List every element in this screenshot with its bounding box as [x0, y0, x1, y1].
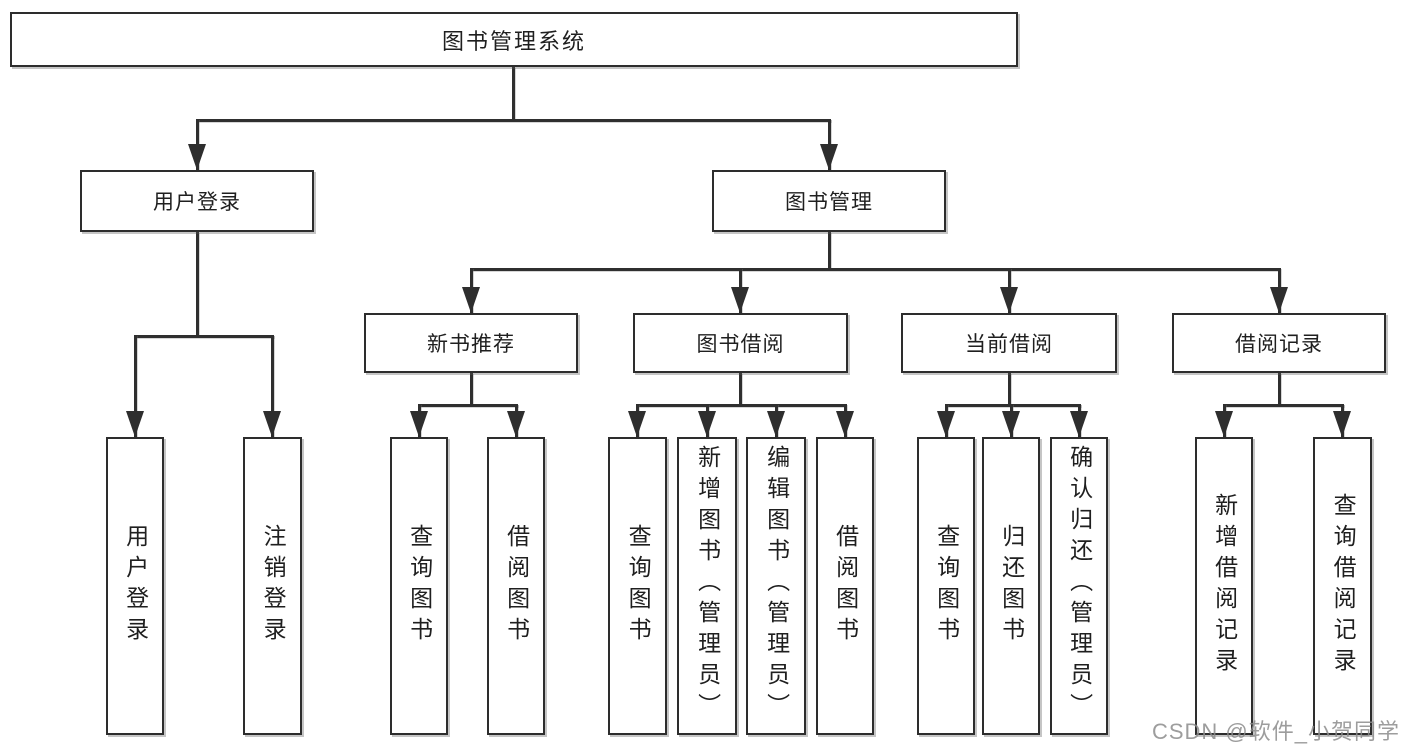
arrow-down-icon — [126, 411, 144, 437]
connector-drop-ul-logout — [271, 335, 274, 437]
leaf-bb-query-books: 查询图书 — [608, 437, 667, 735]
arrow-down-icon — [820, 144, 838, 170]
node-book-borrow-label: 图书借阅 — [696, 333, 785, 356]
arrow-down-icon — [188, 144, 206, 170]
node-root-label: 图书管理系统 — [441, 28, 586, 54]
node-new-books-label: 新书推荐 — [427, 333, 515, 356]
leaf-br-query-record: 查询借阅记录 — [1313, 437, 1372, 735]
connector-current-borrow-hline — [945, 404, 1081, 407]
leaf-bb-add-books-admin: 新增图书（管理员） — [677, 437, 737, 735]
arrow-down-icon — [731, 287, 749, 313]
leaf-bb-borrow-books-label: 借阅图书 — [832, 524, 859, 648]
arrow-down-icon — [1070, 411, 1088, 437]
leaf-bb-edit-books-admin: 编辑图书（管理员） — [746, 437, 806, 735]
arrow-down-icon — [628, 411, 646, 437]
leaf-user-login: 用户登录 — [106, 437, 164, 735]
arrow-down-icon — [1002, 411, 1020, 437]
leaf-nb-query-books-label: 查询图书 — [406, 524, 433, 648]
leaf-nb-query-books: 查询图书 — [390, 437, 448, 735]
connector-root-trunk — [512, 67, 515, 121]
leaf-bb-query-books-label: 查询图书 — [625, 524, 652, 648]
node-new-books: 新书推荐 — [364, 313, 578, 373]
arrow-down-icon — [1215, 411, 1233, 437]
leaf-bb-add-books-admin-label: 新增图书（管理员） — [694, 445, 721, 724]
connector-borrow-records-trunk — [1278, 373, 1281, 406]
leaf-logout-label: 注销登录 — [260, 524, 287, 648]
connector-user-login-hline — [134, 335, 274, 338]
leaf-cb-return-books: 归还图书 — [982, 437, 1040, 735]
node-book-mgmt-label: 图书管理 — [785, 191, 873, 214]
node-borrow-records: 借阅记录 — [1172, 313, 1386, 373]
leaf-bb-edit-books-admin-label: 编辑图书（管理员） — [763, 445, 790, 724]
node-current-borrow: 当前借阅 — [901, 313, 1117, 373]
connector-user-login-trunk — [196, 232, 199, 337]
connector-book-mgmt-trunk — [828, 232, 831, 270]
connector-new-books-hline — [418, 404, 518, 407]
arrow-down-icon — [836, 411, 854, 437]
leaf-logout: 注销登录 — [243, 437, 302, 735]
arrow-down-icon — [462, 287, 480, 313]
connector-drop-ul-login — [134, 335, 137, 437]
leaf-cb-confirm-return-admin: 确认归还（管理员） — [1050, 437, 1108, 735]
leaf-cb-confirm-return-admin-label: 确认归还（管理员） — [1066, 445, 1093, 724]
leaf-br-add-record: 新增借阅记录 — [1195, 437, 1253, 735]
arrow-down-icon — [507, 411, 525, 437]
connector-current-borrow-trunk — [1008, 373, 1011, 406]
csdn-watermark: CSDN @软件_小贺同学 — [1151, 719, 1400, 744]
leaf-nb-borrow-books-label: 借阅图书 — [503, 524, 530, 648]
node-borrow-records-label: 借阅记录 — [1235, 333, 1323, 356]
connector-new-books-trunk — [470, 373, 473, 406]
node-user-login: 用户登录 — [80, 170, 314, 232]
node-root: 图书管理系统 — [10, 12, 1018, 67]
leaf-user-login-label: 用户登录 — [122, 524, 149, 648]
leaf-bb-borrow-books: 借阅图书 — [816, 437, 874, 735]
arrow-down-icon — [698, 411, 716, 437]
arrow-down-icon — [767, 411, 785, 437]
node-user-login-label: 用户登录 — [153, 191, 241, 214]
leaf-cb-query-books-label: 查询图书 — [933, 524, 960, 648]
leaf-br-add-record-label: 新增借阅记录 — [1211, 493, 1238, 679]
arrow-down-icon — [1270, 287, 1288, 313]
leaf-cb-query-books: 查询图书 — [917, 437, 975, 735]
connector-level3-hline — [470, 268, 1280, 271]
arrow-down-icon — [1333, 411, 1351, 437]
connector-level2-hline — [196, 119, 831, 122]
arrow-down-icon — [263, 411, 281, 437]
arrow-down-icon — [410, 411, 428, 437]
connector-borrow-records-hline — [1223, 404, 1344, 407]
leaf-br-query-record-label: 查询借阅记录 — [1330, 493, 1357, 679]
arrow-down-icon — [1000, 287, 1018, 313]
connector-book-borrow-trunk — [739, 373, 742, 406]
leaf-cb-return-books-label: 归还图书 — [998, 524, 1025, 648]
connector-book-borrow-hline — [636, 404, 846, 407]
arrow-down-icon — [937, 411, 955, 437]
node-book-mgmt: 图书管理 — [712, 170, 946, 232]
node-book-borrow: 图书借阅 — [633, 313, 848, 373]
node-current-borrow-label: 当前借阅 — [965, 333, 1053, 356]
leaf-nb-borrow-books: 借阅图书 — [487, 437, 545, 735]
